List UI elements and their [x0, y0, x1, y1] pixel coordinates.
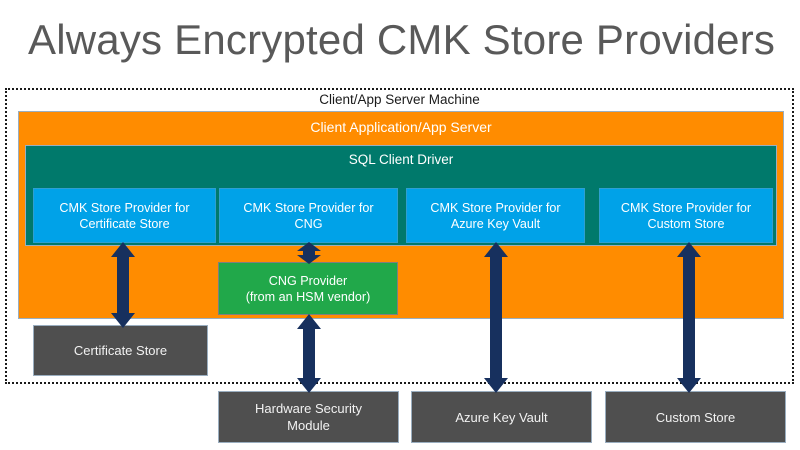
provider-label-line1: CMK Store Provider for [430, 200, 561, 215]
provider-label-line1: CMK Store Provider for [243, 200, 374, 215]
cng-provider: CNG Provider (from an HSM vendor) [218, 262, 398, 315]
connector-azure-key-vault [482, 242, 510, 393]
cmk-store-provider-azure-key-vault: CMK Store Provider for Azure Key Vault [406, 188, 585, 243]
cng-provider-label: CNG Provider (from an HSM vendor) [246, 273, 371, 305]
cng-provider-label-line1: CNG Provider [268, 273, 348, 288]
connector-certificate-store [109, 242, 137, 328]
store-label-line1: Hardware Security [255, 401, 362, 416]
store-label: Azure Key Vault [455, 409, 548, 425]
provider-label: CMK Store Provider for Azure Key Vault [430, 200, 560, 232]
provider-label: CMK Store Provider for Certificate Store [59, 200, 189, 232]
cmk-store-provider-custom-store: CMK Store Provider for Custom Store [599, 188, 773, 243]
provider-label-line1: CMK Store Provider for [620, 200, 752, 215]
provider-label-line2: Azure Key Vault [450, 216, 541, 231]
provider-label-line2: Custom Store [647, 216, 725, 231]
provider-label-line1: CMK Store Provider for [59, 200, 190, 215]
provider-label: CMK Store Provider for Custom Store [621, 200, 751, 232]
provider-label-line2: Certificate Store [79, 216, 170, 231]
sql-client-driver-label: SQL Client Driver [348, 152, 454, 167]
custom-store: Custom Store [605, 391, 786, 443]
connector-hsm [295, 314, 323, 393]
azure-key-vault: Azure Key Vault [411, 391, 592, 443]
provider-label-line2: CNG [294, 216, 323, 231]
cmk-store-provider-certificate-store: CMK Store Provider for Certificate Store [33, 188, 216, 243]
page-title: Always Encrypted CMK Store Providers [28, 16, 776, 63]
provider-label: CMK Store Provider for CNG [243, 200, 373, 232]
client-application-app-server-label: Client Application/App Server [310, 119, 492, 135]
client-app-server-machine-label: Client/App Server Machine [319, 92, 480, 107]
hardware-security-module: Hardware Security Module [218, 391, 399, 443]
cmk-store-provider-cng: CMK Store Provider for CNG [219, 188, 398, 243]
connector-custom-store [675, 242, 703, 393]
certificate-store: Certificate Store [33, 325, 208, 376]
connector-cng-provider [295, 242, 323, 264]
store-label-line2: Module [287, 418, 330, 433]
client-app-server-machine-boundary [5, 88, 794, 384]
store-label: Custom Store [655, 409, 736, 425]
cng-provider-label-line2: (from an HSM vendor) [245, 289, 371, 304]
store-label: Certificate Store [73, 343, 168, 358]
store-label: Hardware Security Module [255, 400, 362, 434]
